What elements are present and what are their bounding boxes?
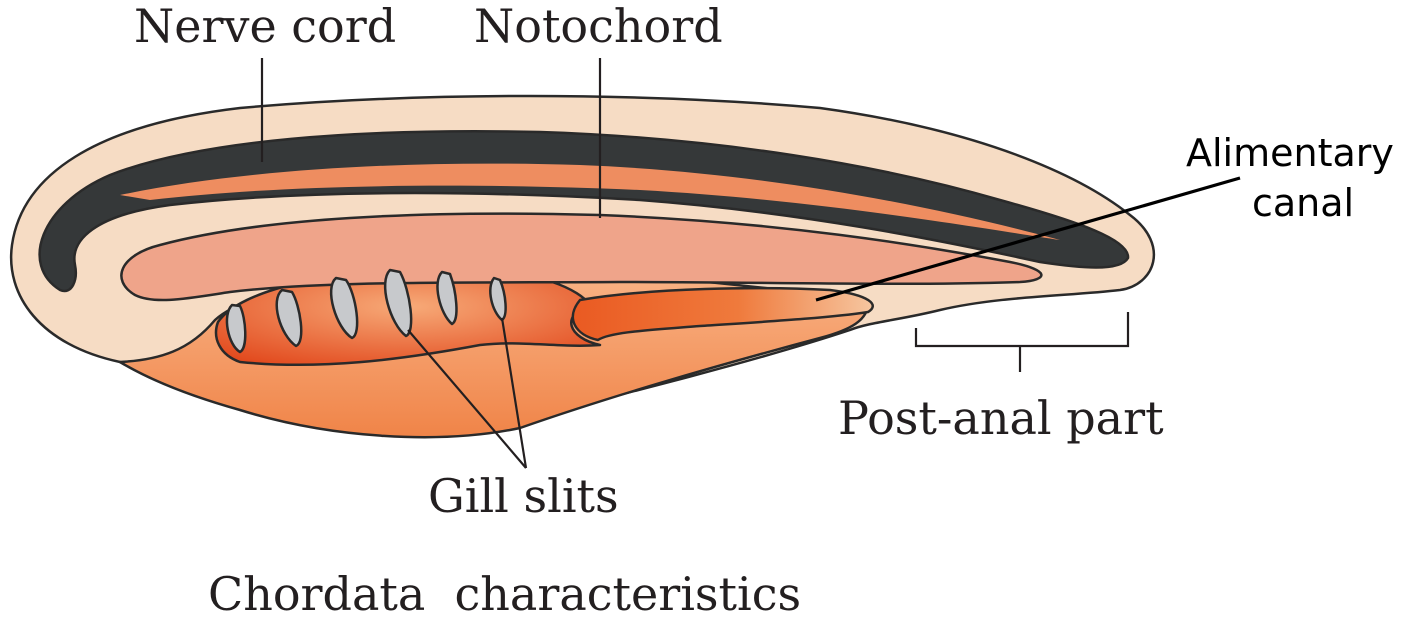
alimentary-canal-label-line2: canal xyxy=(1252,181,1354,225)
alimentary-canal-label-line1: Alimentary xyxy=(1186,131,1394,175)
alimentary-canal xyxy=(571,286,874,342)
gill-slit xyxy=(330,276,359,340)
leader-lines xyxy=(260,58,1241,469)
post-anal-bracket xyxy=(914,312,1130,348)
post-anal-label: Post-anal part xyxy=(838,391,1164,445)
diagram-caption: Chordata characteristics xyxy=(208,567,801,621)
notochord-label: Notochord xyxy=(474,0,723,53)
alimentary-canal-leader xyxy=(815,176,1241,302)
gill-slit xyxy=(436,270,458,326)
gill-slits xyxy=(225,268,507,354)
gill-slit xyxy=(225,303,247,354)
chordate-body xyxy=(9,94,1156,439)
gill-slit xyxy=(384,268,413,338)
gill-slit xyxy=(275,288,303,348)
gill-slits-leader-2 xyxy=(500,317,528,469)
notochord xyxy=(120,212,1043,302)
nerve-cord-label: Nerve cord xyxy=(134,0,396,53)
nerve-cord-lumen xyxy=(120,163,1060,240)
gill-slits-label: Gill slits xyxy=(428,469,619,523)
labels: Nerve cord Notochord Alimentary canal Po… xyxy=(134,0,1394,621)
gill-slits-leader-1 xyxy=(407,329,527,469)
